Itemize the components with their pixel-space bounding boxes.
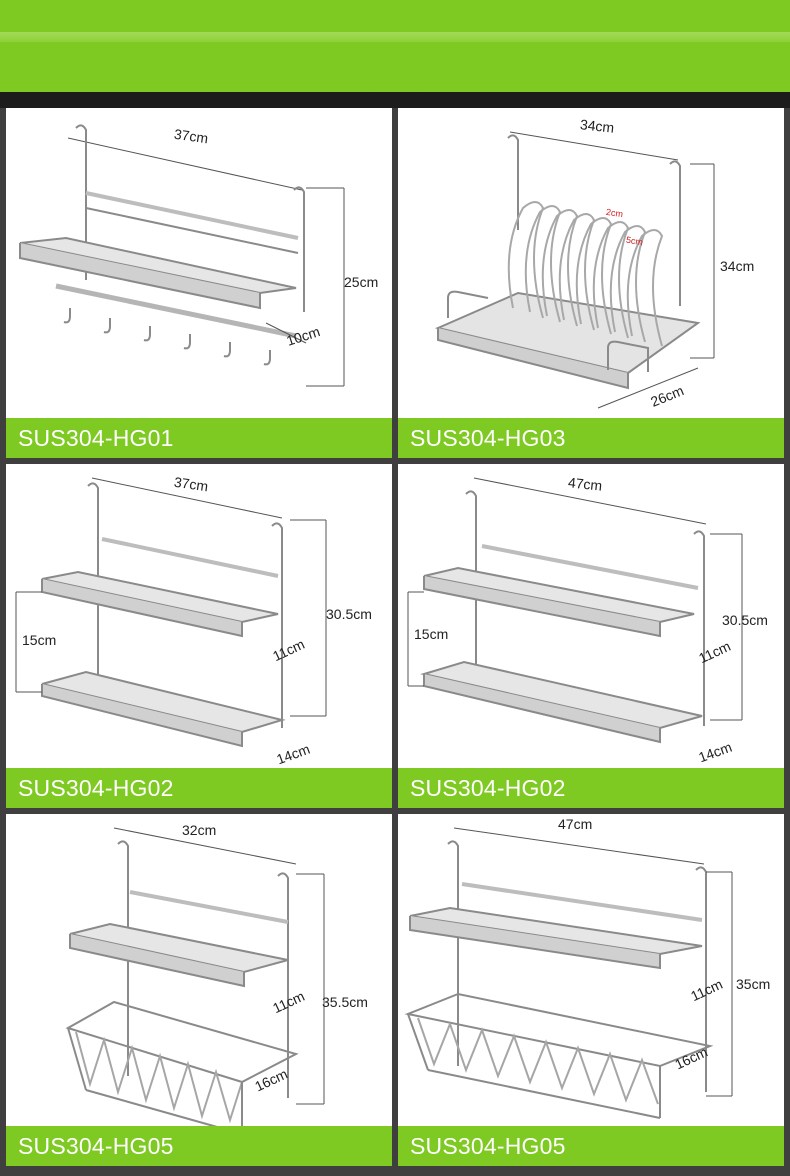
tier-gap-label: 15cm (414, 626, 449, 642)
shelf-with-hooks-illustration (19, 124, 345, 387)
height-label: 35cm (736, 976, 771, 992)
product-code: SUS304-HG02 (398, 768, 784, 808)
height-label: 35.5cm (322, 994, 368, 1010)
product-card-hg02-47: 47cm 30.5cm 15cm 11cm 14cm SUS304-HG02 (398, 464, 784, 808)
height-label: 34cm (720, 258, 755, 274)
product-code: SUS304-HG01 (6, 418, 392, 458)
product-card-hg05-32: 32cm 35.5cm 11cm 16cm SUS304-HG05 (6, 814, 392, 1166)
banner-stripe (0, 32, 790, 42)
product-card-hg03: 34cm 34cm 26cm 2cm 5cm SUS304-HG03 (398, 108, 784, 458)
tier-gap-label: 15cm (22, 632, 57, 648)
product-card-hg05-47: 47cm 35cm 11cm 16cm SUS304-HG05 (398, 814, 784, 1166)
product-code: SUS304-HG05 (6, 1126, 392, 1166)
product-code: SUS304-HG03 (398, 418, 784, 458)
width-label: 32cm (182, 822, 217, 838)
product-code: SUS304-HG05 (398, 1126, 784, 1166)
product-code: SUS304-HG02 (6, 768, 392, 808)
spacing-label: 2cm (605, 206, 624, 220)
top-banner (0, 0, 790, 104)
two-tier-shelf-illustration (407, 477, 743, 744)
height-label: 30.5cm (326, 606, 372, 622)
two-tier-shelf-illustration (15, 477, 327, 748)
width-label: 47cm (567, 474, 603, 494)
product-card-hg01: 37cm 25cm 10cm SUS304-HG01 (6, 108, 392, 458)
banner-divider (0, 92, 790, 108)
width-label: 47cm (558, 816, 593, 832)
dish-rack-illustration (434, 131, 715, 409)
shelf-with-basket-illustration (65, 827, 325, 1135)
product-card-hg02-37: 37cm 30.5cm 15cm 11cm 14cm SUS304-HG02 (6, 464, 392, 808)
height-label: 25cm (344, 274, 379, 290)
width-label: 34cm (579, 116, 615, 136)
shelf-with-basket-illustration (404, 827, 733, 1119)
height-label: 30.5cm (722, 612, 768, 628)
